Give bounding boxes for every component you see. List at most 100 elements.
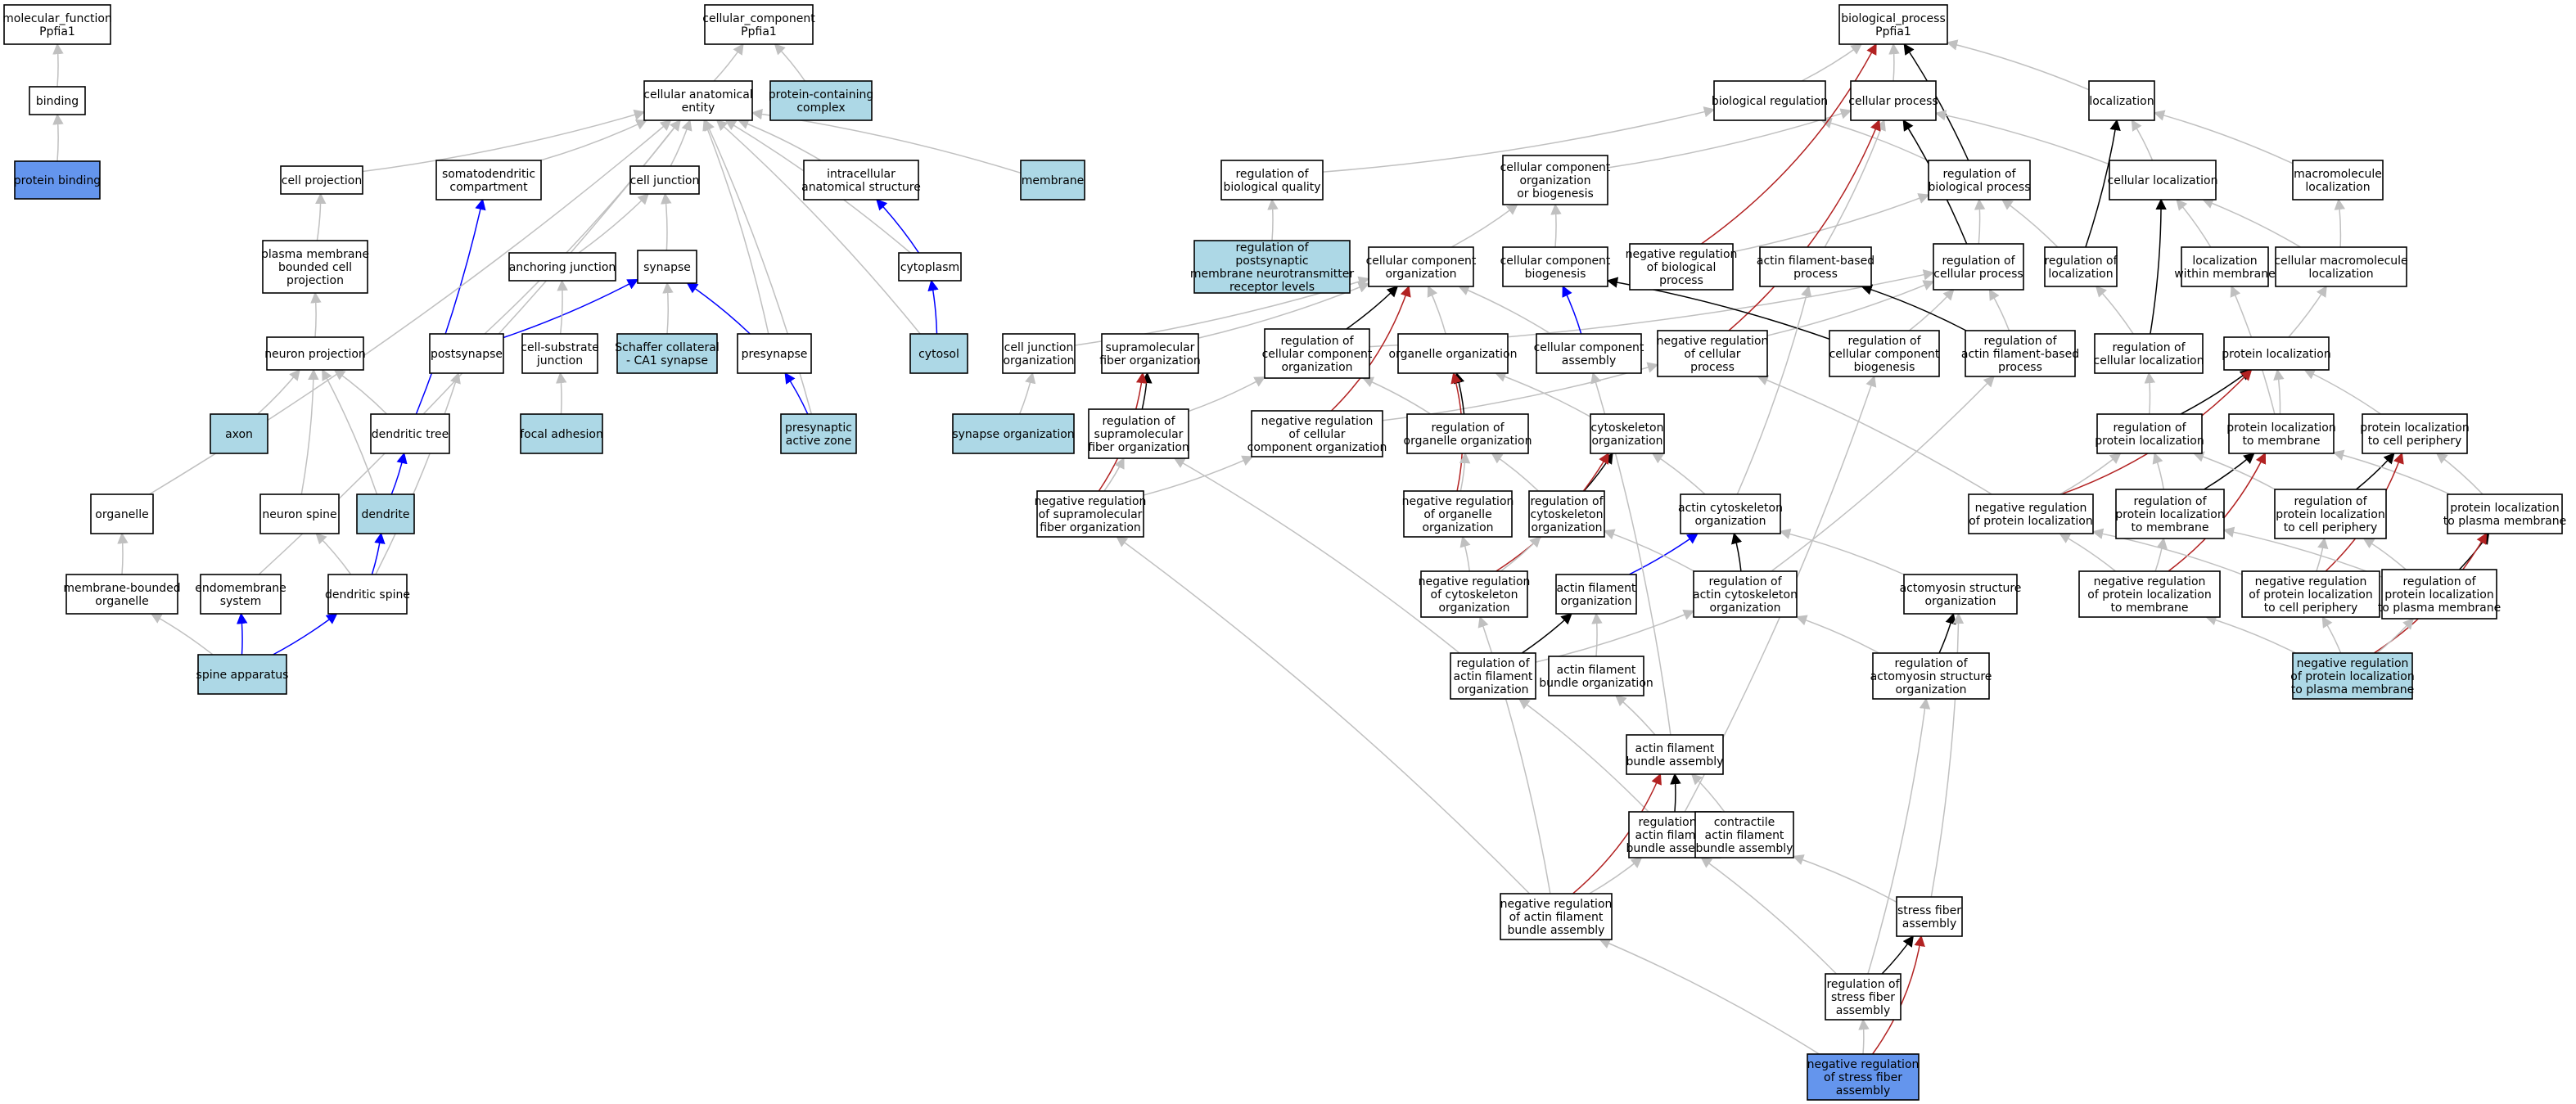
go-term-box-cmacroloc[interactable] (2275, 246, 2407, 287)
go-term-box-anchjunc[interactable] (508, 252, 616, 282)
go-term-box-negregcp[interactable] (1657, 330, 1768, 377)
go-term-box-ccassembly[interactable] (1536, 333, 1642, 374)
go-term-box-negregsfa[interactable] (1807, 1053, 1920, 1101)
go-term-node-dendspine[interactable]: dendritic spine (325, 574, 410, 615)
go-term-box-pcc[interactable] (769, 80, 873, 121)
go-term-box-dendrite[interactable] (356, 493, 415, 534)
go-term-node-binding[interactable]: binding (29, 86, 86, 115)
go-term-box-cco[interactable] (1368, 246, 1474, 287)
go-term-box-cc[interactable] (704, 4, 814, 45)
go-term-box-regafbp[interactable] (1965, 330, 2076, 377)
go-term-box-negregplm[interactable] (2078, 570, 2221, 618)
go-term-node-cellproc[interactable]: cellular process (1848, 80, 1938, 121)
go-term-box-ccb[interactable] (1502, 246, 1608, 287)
go-term-box-schaffer[interactable] (616, 333, 718, 374)
go-term-box-intracell[interactable] (803, 160, 919, 201)
go-term-box-postsyn[interactable] (429, 333, 504, 374)
go-term-box-orgorg[interactable] (1397, 333, 1509, 374)
go-term-box-regccb[interactable] (1829, 330, 1940, 377)
go-term-box-cjo[interactable] (1002, 333, 1076, 374)
go-term-box-celljunc[interactable] (629, 165, 700, 195)
go-term-box-ccob[interactable] (1502, 155, 1608, 205)
go-term-box-regcyto[interactable] (1528, 490, 1605, 538)
go-term-box-negregplcp[interactable] (2241, 570, 2380, 618)
go-term-box-regcellproc[interactable] (1933, 243, 2024, 291)
go-term-box-negregbio[interactable] (1629, 243, 1734, 291)
go-term-box-negregcco[interactable] (1251, 410, 1383, 457)
go-term-box-regloc[interactable] (2044, 246, 2118, 287)
go-term-node-axon[interactable]: axon (210, 413, 268, 454)
go-term-box-negregafba[interactable] (1500, 893, 1613, 940)
go-term-node-neuronspine[interactable]: neuron spine (259, 493, 340, 534)
go-term-box-cellproj[interactable] (280, 165, 363, 195)
go-term-box-mf[interactable] (3, 4, 111, 45)
go-term-node-cellloc[interactable]: cellular localization (2108, 160, 2218, 201)
go-term-box-afo[interactable] (1555, 574, 1637, 615)
go-term-box-regcco[interactable] (1264, 328, 1370, 379)
go-term-box-cellloc[interactable] (2109, 160, 2217, 201)
go-term-box-protlocpm[interactable] (2447, 493, 2563, 534)
go-term-box-regsfa[interactable] (1825, 973, 1902, 1021)
go-term-node-presyn[interactable]: presynapse (737, 333, 812, 374)
go-term-box-synapse[interactable] (637, 250, 697, 284)
go-term-box-synorg[interactable] (952, 413, 1075, 454)
go-term-box-mbo[interactable] (65, 574, 178, 615)
go-term-node-cytosol[interactable]: cytosol (909, 333, 968, 374)
go-term-box-cytoorg[interactable] (1590, 413, 1665, 454)
go-term-node-orgorg[interactable]: organelle organization (1389, 333, 1518, 374)
go-term-box-regprotloc[interactable] (2096, 413, 2203, 454)
go-term-box-negregprotloc[interactable] (1968, 493, 2094, 534)
go-term-box-afbo[interactable] (1548, 656, 1644, 696)
go-term-box-regamso[interactable] (1872, 652, 1990, 700)
go-term-node-anchjunc[interactable]: anchoring junction (508, 252, 616, 282)
go-term-box-cytosol[interactable] (909, 333, 968, 374)
go-term-box-endomem[interactable] (200, 574, 282, 615)
go-term-box-negregcyto[interactable] (1420, 570, 1528, 618)
go-term-box-neuronproj[interactable] (266, 336, 364, 371)
go-term-box-macroloc[interactable] (2292, 160, 2384, 201)
go-term-box-csj[interactable] (521, 333, 598, 374)
go-term-node-dendtree[interactable]: dendritic tree (370, 413, 450, 454)
go-term-box-afbp[interactable] (1759, 246, 1872, 287)
go-term-box-regorgorg[interactable] (1406, 413, 1529, 454)
go-term-box-sfa[interactable] (1896, 896, 1963, 937)
go-term-box-protbind[interactable] (14, 160, 101, 200)
go-term-box-axon[interactable] (210, 413, 268, 454)
